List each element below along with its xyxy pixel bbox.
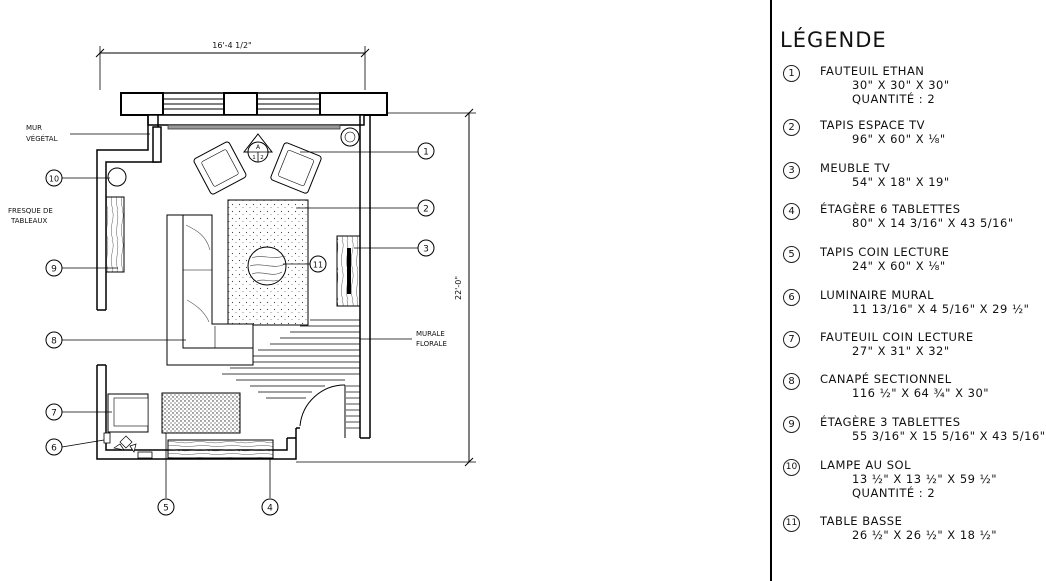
label-florale: FLORALE [416, 340, 447, 348]
dimension-height: 22'-0" [296, 108, 476, 467]
callout-4: 4 [261, 498, 279, 516]
callout-1: 1 [417, 142, 435, 160]
legend-item-number: 10 [783, 459, 800, 476]
legend-item-dimensions: 24" X 60" X ⅛" [852, 259, 946, 273]
legend-item-dimensions: 80" X 14 3/16" X 43 5/16" [852, 216, 1014, 230]
marker-1: 1 [252, 155, 256, 161]
callout-11: 11 [309, 255, 327, 273]
legend-item-name: ÉTAGÈRE 3 TABLETTES [820, 415, 961, 429]
reading-armchair [107, 393, 149, 433]
legend-item-dimensions: 26 ½" X 26 ½" X 18 ½" [852, 528, 998, 542]
reading-rug [161, 392, 241, 434]
label-vegetal: VÉGÉTAL [26, 134, 58, 143]
legend-item-dimensions: 96" X 60" X ⅛" [852, 132, 946, 146]
callout-number: 7 [51, 409, 57, 419]
three-shelf-unit [105, 196, 125, 273]
six-shelf-unit [167, 439, 274, 459]
legend-item-name: FAUTEUIL COIN LECTURE [820, 330, 974, 344]
callout-6: 6 [45, 438, 63, 456]
callout-number: 8 [51, 337, 57, 347]
callout-3: 3 [417, 239, 435, 257]
dimension-width-label: 16'-4 1/2" [212, 41, 251, 50]
callout-number: 5 [163, 504, 169, 514]
legend-item-name: TABLE BASSE [820, 514, 903, 528]
legend-item-number: 6 [783, 289, 800, 306]
legend-item-name: ÉTAGÈRE 6 TABLETTES [820, 202, 961, 216]
callout-number: 4 [267, 504, 273, 514]
legend-item-name: TAPIS ESPACE TV [820, 118, 926, 132]
legend-item-dimensions: 27" X 31" X 32" [852, 344, 950, 358]
legend-item-quantity: QUANTITÉ : 2 [852, 92, 936, 106]
label-murale: MURALE [416, 330, 445, 338]
door [299, 384, 346, 438]
floor-plan: 16'-4 1/2" 22'-0" [8, 41, 476, 516]
callout-8: 8 [45, 331, 63, 349]
label-mur: MUR [26, 124, 42, 132]
dimension-width: 16'-4 1/2" [95, 41, 370, 90]
callout-number: 11 [313, 261, 323, 270]
plant-and-wall-light [103, 432, 153, 459]
label-fresque: FRESQUE DE [8, 207, 53, 215]
legend-item-number: 5 [783, 246, 800, 263]
sectional-sofa [166, 214, 254, 366]
legend-item-number: 11 [783, 515, 800, 532]
floor-hatch [222, 319, 360, 429]
legend-item-quantity: QUANTITÉ : 2 [852, 486, 936, 500]
armchair-ethan-left [193, 141, 247, 195]
legend-item-dimensions: 116 ½" X 64 ¾" X 30" [852, 386, 990, 400]
legend-item-number: 1 [783, 65, 800, 82]
legend-item-name: LUMINAIRE MURAL [820, 288, 934, 302]
callout-number: 10 [49, 175, 59, 184]
legend-item-number: 2 [783, 119, 800, 136]
legend-item-name: TAPIS COIN LECTURE [820, 245, 950, 259]
window [120, 92, 388, 116]
callout-number: 3 [423, 245, 429, 255]
marker-2: 2 [260, 155, 264, 161]
legend-item-dimensions: 11 13/16" X 4 5/16" X 29 ½" [852, 302, 1030, 316]
legend-separator [770, 0, 772, 581]
floor-lamp-left [107, 167, 127, 187]
legend-item-dimensions: 13 ½" X 13 ½" X 59 ½" [852, 472, 998, 486]
dimension-height-label: 22'-0" [454, 276, 463, 300]
legend-item-dimensions: 30" X 30" X 30" [852, 78, 950, 92]
legend-item-dimensions: 55 3/16" X 15 5/16" X 43 5/16" [852, 429, 1046, 443]
legend-item-name: CANAPÉ SECTIONNEL [820, 372, 952, 386]
callout-leaders [61, 151, 418, 498]
floor-lamp-top [340, 127, 360, 147]
armchair-ethan-right [270, 142, 322, 194]
callout-7: 7 [45, 403, 63, 421]
legend-title: LÉGENDE [780, 28, 887, 52]
legend-item-number: 7 [783, 331, 800, 348]
legend-item-number: 3 [783, 162, 800, 179]
callout-5: 5 [157, 498, 175, 516]
callout-2: 2 [417, 199, 435, 217]
legend-item-number: 9 [783, 416, 800, 433]
legend-item-number: 4 [783, 203, 800, 220]
legend-item-number: 8 [783, 373, 800, 390]
marker-a: A [256, 144, 261, 151]
label-tableaux: TABLEAUX [10, 217, 48, 225]
section-marker: A 1 2 [242, 133, 274, 163]
legend-item-name: MEUBLE TV [820, 161, 891, 175]
callout-number: 9 [51, 265, 57, 275]
legend-item-dimensions: 54" X 18" X 19" [852, 175, 950, 189]
legend-item-name: LAMPE AU SOL [820, 458, 912, 472]
coffee-table [247, 246, 287, 286]
callout-number: 1 [423, 148, 429, 158]
callout-9: 9 [45, 259, 63, 277]
legend-item-name: FAUTEUIL ETHAN [820, 64, 925, 78]
callout-10: 10 [45, 169, 63, 187]
tv-stand [336, 235, 361, 307]
callout-number: 6 [51, 444, 57, 454]
callout-number: 2 [423, 205, 429, 215]
